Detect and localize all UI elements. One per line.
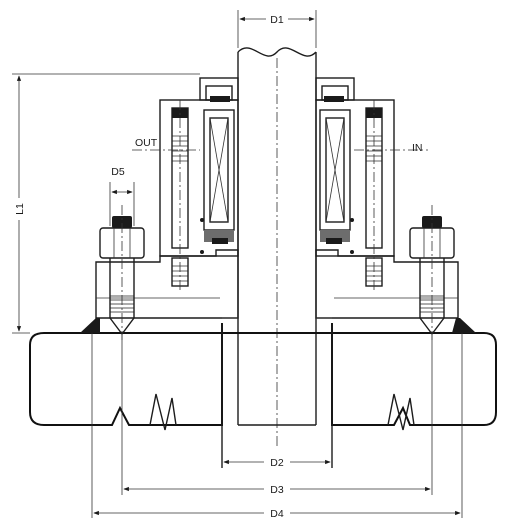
dimension-d2: D2 [223,457,331,469]
left-gland-bolt [99,182,145,340]
d4-label: D4 [270,508,284,520]
right-gland-bolt [409,205,455,340]
dimension-l1: L1 [12,73,200,334]
dimension-d3: D3 [123,484,431,496]
dimension-d5: D5 [111,166,133,195]
seal-chamber-housing [29,318,497,518]
out-port-label: OUT [135,137,158,149]
d1-label: D1 [270,14,284,26]
l1-label: L1 [14,203,26,215]
left-seal-cartridge [159,77,239,292]
d3-label: D3 [270,484,284,496]
dimension-d4: D4 [93,508,461,520]
dimension-d1: D1 [237,10,317,48]
d2-label: D2 [270,457,284,469]
right-seal-cartridge [315,77,395,292]
shaft [237,47,317,448]
d5-label: D5 [111,166,125,178]
in-port-label: IN [412,142,423,154]
